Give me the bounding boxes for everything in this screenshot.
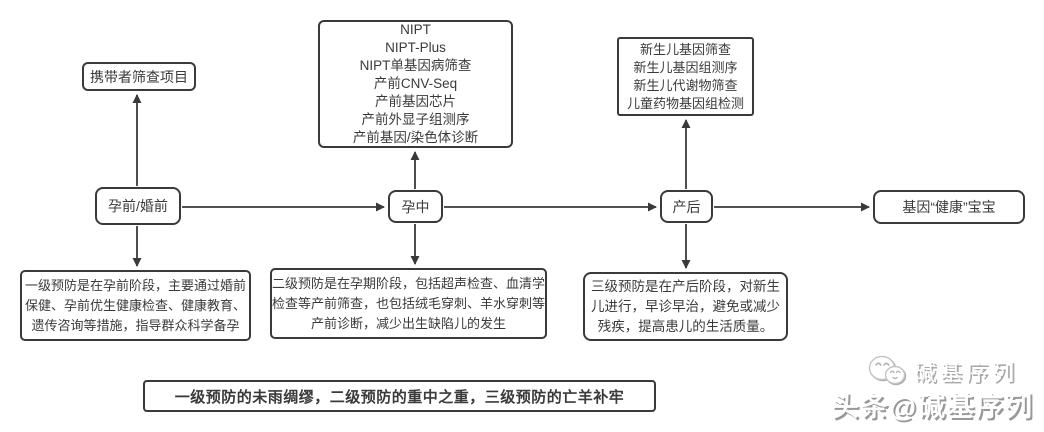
newborn-tests-box: 新生儿基因筛查 新生儿基因组测序 新生儿代谢物筛查 儿童药物基因组检测 — [617, 37, 754, 116]
tertiary-prevention-box: 三级预防是在产后阶段，对新生 儿进行，早诊早治，避免或减少 残疾，提高患儿的生活… — [583, 272, 788, 341]
stage-pre-pregnancy: 孕前/婚前 — [95, 187, 181, 225]
summary-box: 一级预防的未雨绸缪，二级预防的重中之重，三级预防的亡羊补牢 — [143, 380, 656, 412]
healthy-baby-box: 基因“健康”宝宝 — [873, 190, 1025, 224]
stage-mid-pregnancy: 孕中 — [388, 190, 443, 223]
secondary-prevention-box: 二级预防是在孕期阶段，包括超声检查、血清学 检查等产前筛查，也包括绒毛穿刺、羊水… — [270, 268, 547, 339]
prenatal-tests-box: NIPT NIPT-Plus NIPT单基因病筛查 产前CNV-Seq 产前基因… — [318, 20, 513, 148]
stage-postpartum: 产后 — [660, 190, 713, 223]
primary-prevention-box: 一级预防是在孕前阶段，主要通过婚前 保健、孕前优生健康检查、健康教育、 遗传咨询… — [20, 270, 251, 341]
carrier-screening-box: 携带者筛查项目 — [82, 62, 196, 91]
